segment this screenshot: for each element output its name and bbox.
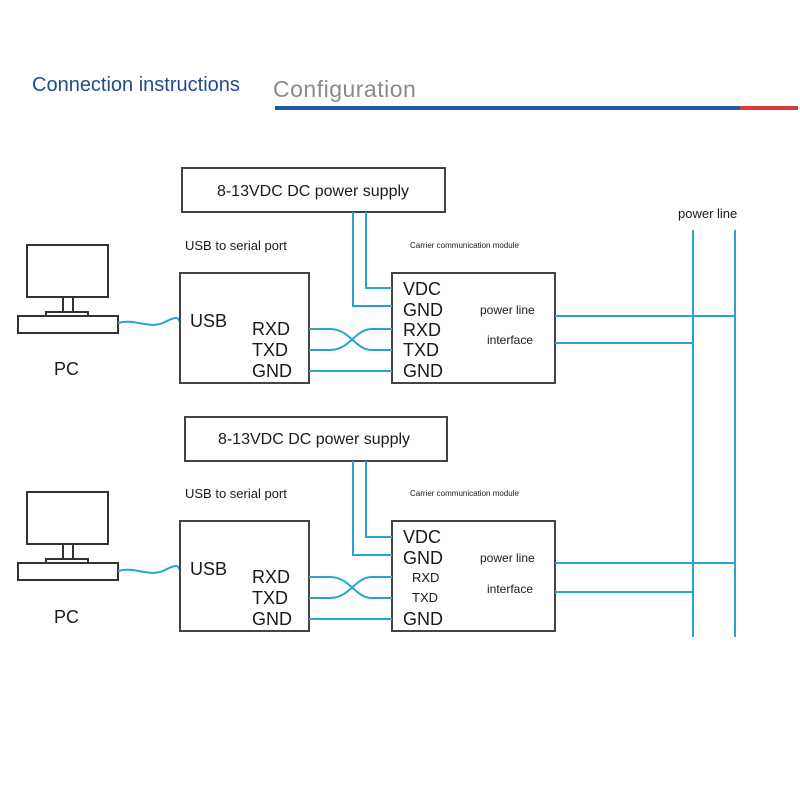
module-interface-label: interface — [487, 582, 533, 596]
module-power-line-label: power line — [480, 303, 535, 317]
connection-group-2: PC 8-13VDC DC power supply USB to serial… — [17, 416, 735, 632]
usb-pin-usb: USB — [190, 311, 227, 331]
pc-icon — [17, 244, 119, 334]
module-pin-gnd2: GND — [403, 609, 443, 629]
module-pin-gnd: GND — [403, 548, 443, 568]
gnd-supply-wire — [352, 461, 392, 556]
power-supply-box — [184, 416, 448, 462]
module-pin-vdc: VDC — [403, 527, 441, 547]
module-pin-txd: TXD — [412, 590, 438, 605]
pc-icon — [17, 491, 119, 581]
module-title: Carrier communication module — [410, 489, 519, 498]
power-supply-box — [181, 167, 446, 213]
vdc-supply-wire — [365, 461, 392, 538]
power-line-bus-label: power line — [678, 206, 737, 221]
usb-cable — [117, 564, 181, 574]
usb-pin-rxd: RXD — [252, 567, 290, 587]
pc-label: PC — [54, 607, 79, 627]
txd-cross-wire — [309, 328, 392, 351]
pc-label: PC — [54, 359, 79, 379]
configuration-title: Configuration — [273, 76, 417, 102]
usb-serial-title: USB to serial port — [185, 486, 287, 501]
wires-group-1 — [309, 212, 735, 372]
usb-cable — [117, 316, 181, 326]
usb-pin-gnd: GND — [252, 609, 292, 629]
usb-serial-box — [179, 272, 310, 384]
power-supply-label: 8-13VDC DC power supply — [218, 431, 410, 448]
usb-pin-txd: TXD — [252, 340, 288, 360]
module-pin-gnd2: GND — [403, 361, 443, 381]
module-pin-vdc: VDC — [403, 279, 441, 299]
wires-group-2 — [309, 461, 735, 620]
header-rule-blue — [275, 106, 740, 110]
module-pin-gnd: GND — [403, 300, 443, 320]
rxd-cross-wire — [309, 328, 392, 351]
connection-instructions-title: Connection instructions — [32, 74, 240, 96]
header-rule-red — [740, 106, 798, 110]
module-interface-label: interface — [487, 333, 533, 347]
usb-serial-title: USB to serial port — [185, 238, 287, 253]
txd-cross-wire — [309, 576, 392, 599]
module-box — [391, 520, 556, 632]
usb-pin-txd: TXD — [252, 588, 288, 608]
usb-pin-usb: USB — [190, 559, 227, 579]
connection-group-1: PC 8-13VDC DC power supply USB to serial… — [17, 167, 735, 384]
module-pin-rxd: RXD — [403, 320, 441, 340]
module-title: Carrier communication module — [410, 241, 519, 250]
rxd-cross-wire — [309, 576, 392, 599]
module-pin-rxd: RXD — [412, 570, 439, 585]
module-pin-txd: TXD — [403, 340, 439, 360]
vdc-supply-wire — [365, 212, 392, 289]
usb-pin-gnd: GND — [252, 361, 292, 381]
power-supply-label: 8-13VDC DC power supply — [217, 183, 409, 200]
usb-pin-rxd: RXD — [252, 319, 290, 339]
gnd-supply-wire — [352, 212, 392, 307]
module-power-line-label: power line — [480, 551, 535, 565]
